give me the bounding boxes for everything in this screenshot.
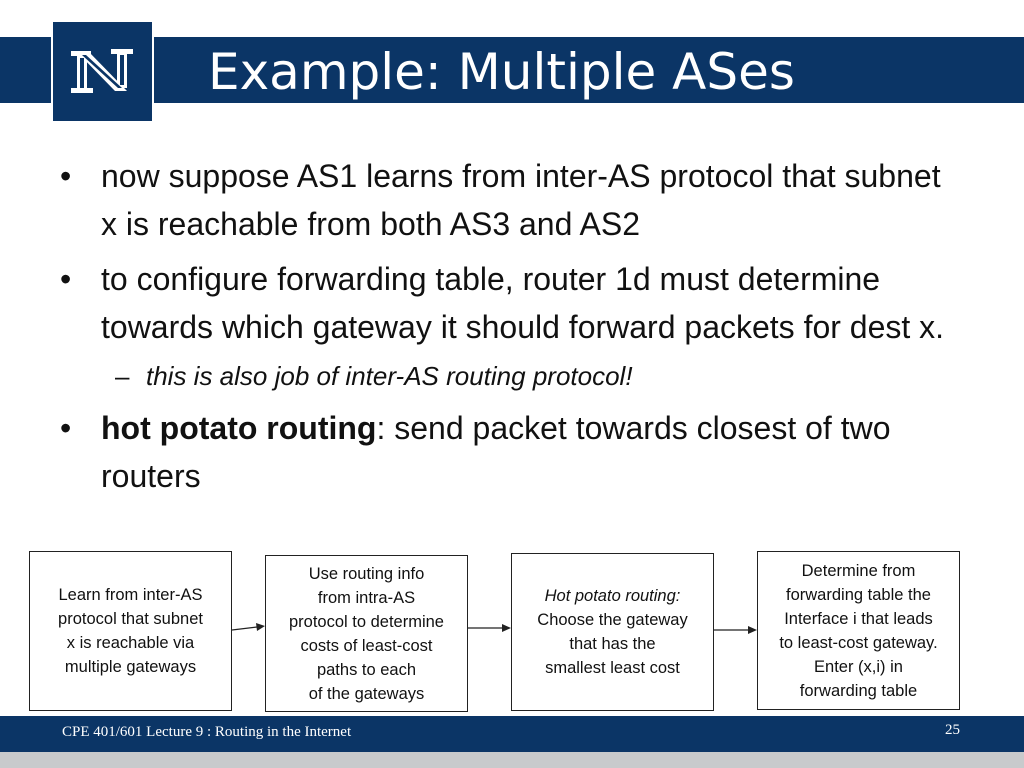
flow-arrow-icon <box>714 626 757 634</box>
flow-box-line: Learn from inter-AS <box>58 586 203 604</box>
flow-box-line: Determine from <box>801 561 916 580</box>
flow-box-line: x is reachable via <box>66 634 195 652</box>
flow-box-line: from intra-AS <box>317 588 416 607</box>
footer-course-title: CPE 401/601 Lecture 9 : Routing in the I… <box>62 724 352 740</box>
flow-box-line: forwarding table <box>799 681 918 700</box>
flow-box-line: of the gateways <box>308 684 425 703</box>
sub-bullet-text: this is also job of inter-AS routing pro… <box>146 361 633 391</box>
n-logo-icon <box>71 49 133 93</box>
flow-box-line: Use routing info <box>308 564 425 583</box>
footer-bottom-strip <box>0 752 1024 768</box>
flow-box-line: that has the <box>569 635 656 653</box>
university-logo <box>51 20 154 123</box>
bullet-text: : send packet towards closest of two rou… <box>101 410 891 494</box>
flow-box-line: to least-cost gateway. <box>779 633 938 652</box>
flow-box-line: smallest least cost <box>545 659 680 677</box>
flow-box-line: Interface i that leads <box>784 609 933 628</box>
bullet-item: • now suppose AS1 learns from inter-AS p… <box>60 152 960 248</box>
flow-box-line: multiple gateways <box>64 658 197 676</box>
bullet-bold-term: hot potato routing <box>101 410 377 446</box>
flow-box-line: Enter (x,i) in <box>814 657 903 676</box>
flow-box-line: paths to each <box>316 660 417 679</box>
sub-bullet-item: – this is also job of inter-AS routing p… <box>60 356 960 396</box>
flow-box-line: protocol that subnet <box>58 610 203 628</box>
flow-arrow-icon <box>232 623 265 631</box>
flow-box-line: protocol to determine <box>288 612 444 631</box>
bullet-marker: • <box>60 410 72 446</box>
bullet-list: • now suppose AS1 learns from inter-AS p… <box>60 152 960 507</box>
bullet-text: now suppose AS1 learns from inter-AS pro… <box>101 158 941 242</box>
footer-bar <box>0 716 1024 752</box>
bullet-item: • to configure forwarding table, router … <box>60 255 960 351</box>
flow-box-line: Choose the gateway <box>537 611 688 629</box>
flow-box-learn: Learn from inter-AS protocol that subnet… <box>29 551 232 711</box>
bullet-marker: • <box>60 158 72 194</box>
title-bar <box>0 37 1024 103</box>
page-number: 25 <box>945 722 960 738</box>
flow-box-intra-as: Use routing info from intra-AS protocol … <box>265 555 468 712</box>
sub-bullet-marker: – <box>115 361 130 391</box>
flow-box-line: forwarding table the <box>786 585 931 604</box>
flow-arrow-icon <box>468 624 511 632</box>
bullet-text: to configure forwarding table, router 1d… <box>101 261 945 345</box>
bullet-item: • hot potato routing: send packet toward… <box>60 404 960 500</box>
slide-title: Example: Multiple ASes <box>208 43 795 101</box>
bullet-marker: • <box>60 261 72 297</box>
flow-box-line: costs of least-cost <box>300 636 433 655</box>
flow-box-hot-potato: Hot potato routing: Choose the gateway t… <box>511 553 714 711</box>
flow-box-italic-line: Hot potato routing: <box>544 587 681 605</box>
flow-box-forwarding: Determine from forwarding table the Inte… <box>757 551 960 710</box>
